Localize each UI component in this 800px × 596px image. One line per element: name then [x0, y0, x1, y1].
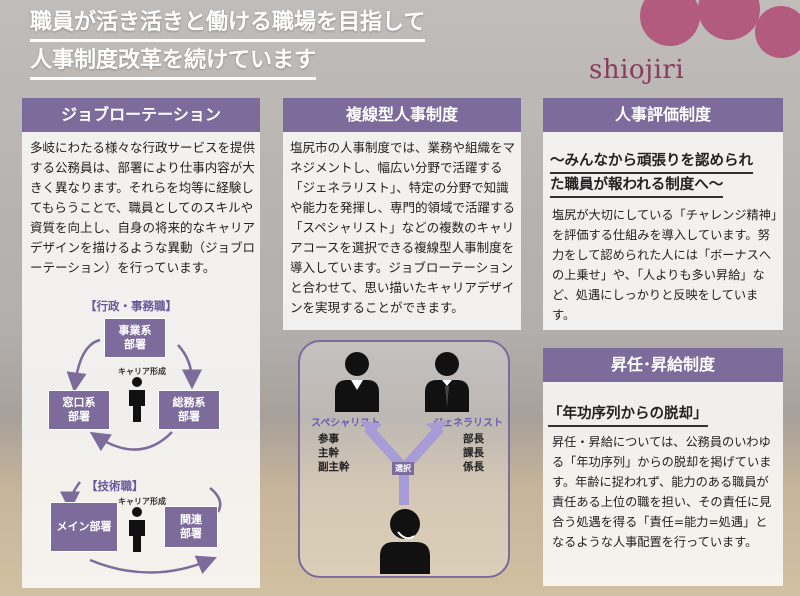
evaluation-title: 人事評価制度 — [543, 98, 783, 132]
multi-track-panel — [283, 98, 521, 330]
multi-track-body: 塩尻市の人事制度では、業務や組織をマネジメントし、幅広い分野で活躍する「ジェネラ… — [290, 140, 516, 315]
evaluation-panel — [543, 98, 783, 330]
generalist-rank-2: 課長 — [463, 447, 484, 459]
header-line-2: 人事制度改革を続けています — [30, 46, 317, 80]
promotion-title: 昇任･昇給制度 — [543, 348, 783, 382]
tech-main-dept: メイン部署 — [50, 502, 118, 552]
specialist-person-icon — [335, 352, 379, 412]
evaluation-subtitle-1: ～みんなから頑張りを認められ — [550, 150, 753, 174]
generalist-person-icon — [425, 352, 469, 412]
generalist-rank-1: 部長 — [463, 433, 484, 445]
logo-text: shiojiri — [589, 55, 685, 85]
job-rotation-body: 多岐にわたる様々な行政サービスを提供する公務員は、部署により仕事内容が大きく異な… — [30, 140, 256, 275]
career-label-1: キャリア形成 — [118, 367, 166, 376]
generalist-label: ジェネラリスト — [433, 418, 503, 429]
specialist-rank-1: 参事 — [318, 433, 339, 445]
evaluation-body: 塩尻が大切にしている「チャレンジ精神」を評価する仕組みを導入しています。努力をし… — [552, 208, 777, 322]
evaluation-subtitle-2: た職員が報われる制度へ～ — [550, 174, 724, 198]
tech-related-dept: 関連 部署 — [164, 506, 218, 548]
specialist-rank-3: 副主幹 — [318, 461, 350, 473]
promotion-panel — [543, 348, 783, 586]
generalist-ranks: 部長 課長 係長 — [463, 432, 484, 474]
page-header: 職員が活き活きと働ける職場を目指して 人事制度改革を続けています — [30, 8, 426, 80]
multi-track-title: 複線型人事制度 — [283, 98, 521, 132]
specialist-label: スペシャリスト — [311, 418, 381, 429]
person-icon-tech — [129, 507, 145, 552]
admin-dept-counter: 窓口系 部署 — [48, 390, 110, 430]
specialist-rank-2: 主幹 — [318, 447, 339, 459]
specialist-ranks: 参事 主幹 副主幹 — [318, 432, 350, 474]
promotion-subtitle: 「年功序列からの脱却」 — [548, 403, 708, 427]
tech-label: 【技術職】 — [86, 479, 144, 493]
career-label-2: キャリア形成 — [118, 497, 166, 506]
admin-dept-business: 事業系 部署 — [104, 318, 166, 358]
person-icon-admin — [129, 377, 145, 422]
header-line-1: 職員が活き活きと働ける職場を目指して — [30, 8, 426, 42]
admin-dept-general: 総務系 部署 — [158, 390, 220, 430]
select-badge: 選択 — [392, 462, 414, 475]
job-rotation-title: ジョブローテーション — [22, 98, 260, 132]
generalist-rank-3: 係長 — [463, 461, 484, 473]
admin-label: 【行政・事務職】 — [85, 299, 177, 313]
promotion-body: 昇任・昇給については、公務員のいわゆる「年功序列」からの脱却を掲げています。年齢… — [552, 435, 772, 549]
thinking-person-icon — [380, 509, 430, 574]
